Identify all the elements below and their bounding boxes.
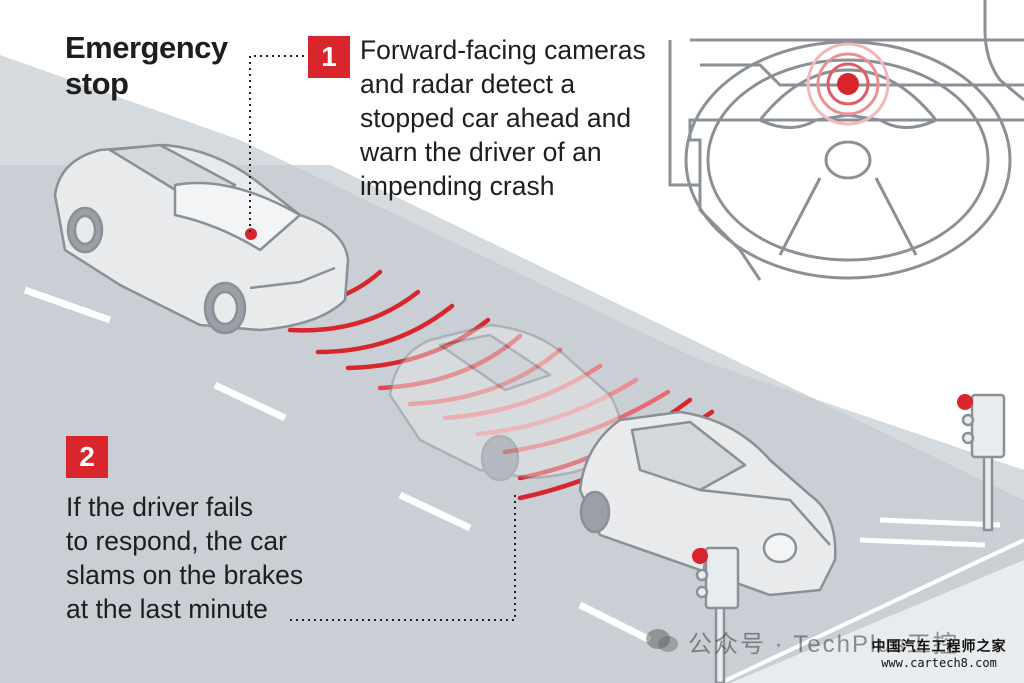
step-2-badge: 2 bbox=[66, 436, 108, 478]
step-1-line: stopped car ahead and bbox=[360, 103, 632, 133]
step-1-line: impending crash bbox=[360, 171, 555, 201]
title-line-1: Emergency bbox=[65, 30, 228, 65]
step-2-line: to respond, the car bbox=[66, 526, 287, 556]
step-1-badge: 1 bbox=[308, 36, 350, 78]
leading-car bbox=[53, 143, 350, 335]
leader-lines bbox=[249, 55, 516, 621]
page-title: Emergency stop bbox=[65, 30, 228, 102]
step-2-line: slams on the brakes bbox=[66, 560, 304, 590]
braking-car-motion bbox=[388, 323, 623, 482]
wechat-icon bbox=[646, 629, 678, 652]
lane-markings bbox=[23, 286, 652, 644]
corner-tag-name: 中国汽车工程师之家 bbox=[871, 639, 1007, 655]
corner-source-tag: 中国汽车工程师之家 www.cartech8.com bbox=[864, 636, 1014, 670]
step-1-description: Forward-facing cameras and radar detect … bbox=[360, 33, 646, 203]
step-2-line: If the driver fails bbox=[66, 492, 254, 522]
road-far-strip bbox=[0, 55, 1024, 500]
step-2-line: at the last minute bbox=[66, 594, 268, 624]
corner-tag-url: www.cartech8.com bbox=[881, 656, 997, 670]
traffic-light-far bbox=[957, 393, 1006, 532]
step-1-line: and radar detect a bbox=[360, 69, 576, 99]
traffic-light-near bbox=[692, 546, 740, 683]
step-1-line: warn the driver of an bbox=[360, 137, 602, 167]
title-line-2: stop bbox=[65, 66, 129, 101]
watermark-text: 公众号 · TechPlus工控 bbox=[688, 631, 959, 658]
crosswalk-area bbox=[730, 560, 1024, 683]
dashboard-warning-light bbox=[806, 42, 890, 126]
step-1-line: Forward-facing cameras bbox=[360, 35, 646, 65]
roadside-upper bbox=[0, 0, 1024, 250]
step-2-description: If the driver fails to respond, the car … bbox=[66, 490, 303, 626]
steering-wheel-illustration bbox=[668, 0, 1024, 281]
